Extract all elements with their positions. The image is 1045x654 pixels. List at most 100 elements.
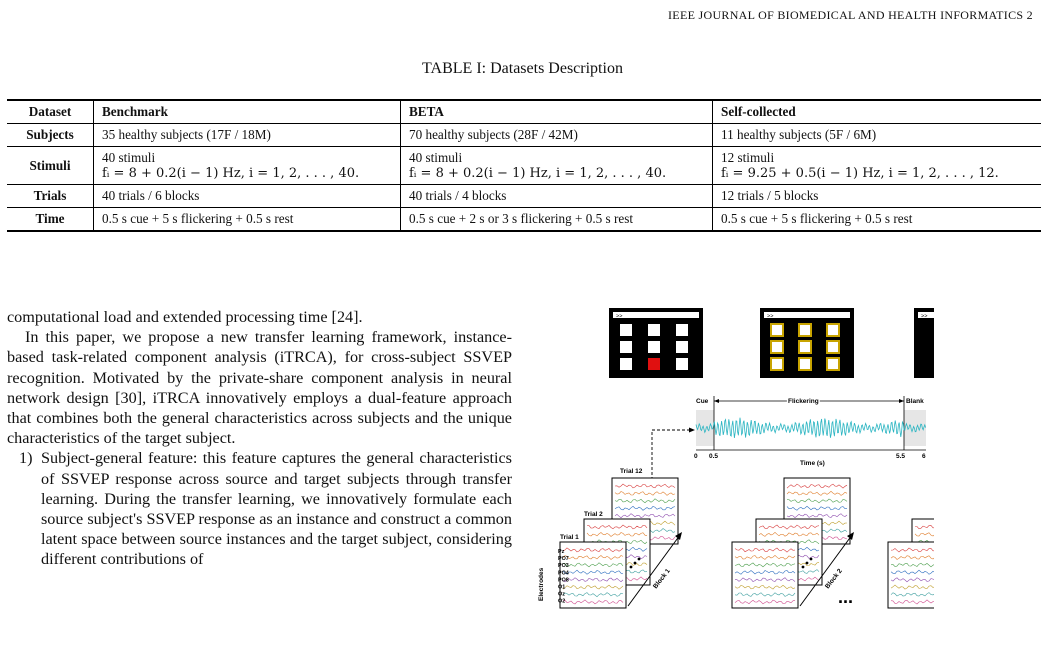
stimulus-square bbox=[676, 324, 688, 336]
stimulus-square bbox=[770, 340, 784, 354]
row-label: Stimuli bbox=[29, 157, 71, 173]
eeg-trace bbox=[786, 490, 848, 496]
eeg-trace bbox=[890, 555, 934, 560]
eeg-trace bbox=[614, 513, 676, 519]
eeg-trace bbox=[563, 562, 624, 568]
block-arrow bbox=[627, 534, 681, 607]
eeg-trace bbox=[890, 584, 934, 590]
row-label: Time bbox=[35, 211, 65, 226]
stimulus-square bbox=[826, 323, 840, 337]
eeg-trace bbox=[914, 532, 934, 537]
tick-label: 0 bbox=[694, 453, 698, 460]
eeg-trace bbox=[562, 599, 624, 605]
electrode-label: O1 bbox=[558, 585, 565, 591]
stimulus-square bbox=[676, 358, 688, 370]
timeline: Cue Flickering Blank 0 0.5 5.5 6 Time (s… bbox=[651, 396, 926, 495]
eeg-signal bbox=[695, 417, 926, 439]
table-cell: 70 healthy subjects (28F / 42M) bbox=[400, 123, 713, 147]
stimulus-square bbox=[676, 341, 688, 353]
header-self-collected: Self-collected bbox=[712, 100, 1041, 124]
eeg-trace bbox=[586, 532, 648, 537]
target-stimulus bbox=[648, 358, 660, 370]
eeg-trace bbox=[734, 599, 796, 605]
table-row-subjects: Subjects 35 healthy subjects (17F / 18M)… bbox=[7, 123, 1041, 147]
tick-label: 5.5 bbox=[896, 453, 905, 460]
table-cell: 0.5 s cue + 5 s flickering + 0.5 s rest bbox=[93, 207, 401, 231]
datasets-table: Dataset Benchmark BETA Self-collected Su… bbox=[7, 99, 1041, 232]
stimulus-square bbox=[798, 340, 812, 354]
screen-prompt: >> bbox=[767, 314, 773, 320]
table-row-stimuli: Stimuli 40 stimuli fᵢ = 8 + 0.2(i − 1) H… bbox=[7, 146, 1041, 185]
table-cell: 40 stimuli fᵢ = 8 + 0.2(i − 1) Hz, i = 1… bbox=[93, 146, 401, 185]
list-number: 1) bbox=[19, 449, 33, 468]
eeg-trace bbox=[562, 592, 624, 598]
eeg-trace bbox=[734, 570, 796, 575]
eeg-trace bbox=[786, 505, 848, 511]
eeg-trace bbox=[562, 577, 624, 583]
stimuli-formula: fᵢ = 8 + 0.2(i − 1) Hz, i = 1, 2, . . . … bbox=[102, 166, 360, 181]
stimulus-square bbox=[648, 324, 660, 336]
eeg-trace bbox=[734, 592, 796, 597]
stimulus-square bbox=[770, 323, 784, 337]
stimulus-square bbox=[770, 357, 784, 371]
eeg-trace bbox=[786, 498, 848, 504]
table-row-trials: Trials 40 trials / 6 blocks 40 trials / … bbox=[7, 184, 1041, 208]
electrode-label: PO7 bbox=[558, 556, 569, 562]
body-column: computational load and extended processi… bbox=[7, 307, 512, 570]
flickering-label: Flickering bbox=[788, 398, 819, 405]
stimulus-square bbox=[620, 324, 632, 336]
eeg-trace bbox=[890, 577, 934, 583]
trial-dots bbox=[633, 561, 637, 565]
trial-dots bbox=[805, 561, 809, 565]
eeg-trace bbox=[614, 483, 676, 489]
electrode-label: PO8 bbox=[558, 577, 569, 583]
blank-label: Blank bbox=[906, 398, 924, 405]
eeg-trace bbox=[734, 577, 796, 582]
electrode-label: PO3 bbox=[558, 563, 569, 569]
table-cell: 0.5 s cue + 2 s or 3 s flickering + 0.5 … bbox=[400, 207, 713, 231]
table-cell: 12 trials / 5 blocks bbox=[712, 184, 1041, 208]
screen-prompt: >> bbox=[921, 314, 927, 320]
eeg-trace bbox=[890, 592, 934, 597]
header-benchmark: Benchmark bbox=[93, 100, 401, 124]
eeg-trace bbox=[614, 491, 676, 496]
eeg-trace bbox=[562, 555, 624, 560]
trial-dots bbox=[801, 565, 805, 569]
list-item-text: Subject-general feature: this feature ca… bbox=[41, 449, 512, 569]
cue-label: Cue bbox=[696, 398, 709, 405]
eeg-trace bbox=[890, 569, 934, 575]
screen-prompt: >> bbox=[616, 314, 622, 320]
trial-panel bbox=[559, 541, 627, 609]
eeg-trace bbox=[758, 524, 820, 530]
screen-blank: >> bbox=[914, 308, 934, 378]
table-caption: TABLE I: Datasets Description bbox=[422, 60, 623, 77]
eeg-trace bbox=[562, 584, 624, 590]
block-label: Block 1 bbox=[652, 567, 672, 590]
table-row-time: Time 0.5 s cue + 5 s flickering + 0.5 s … bbox=[7, 207, 1041, 231]
stimulus-square bbox=[798, 323, 812, 337]
stimuli-count: 40 stimuli bbox=[102, 150, 156, 165]
arrow-head bbox=[847, 532, 854, 540]
eeg-trace bbox=[734, 547, 796, 553]
eeg-trace bbox=[890, 562, 934, 568]
eeg-trace bbox=[562, 547, 624, 553]
electrode-label: PO4 bbox=[558, 570, 569, 576]
electrode-label: Oz bbox=[558, 592, 565, 598]
tick-label: 6 bbox=[922, 453, 926, 460]
table-cell: 40 trials / 4 blocks bbox=[400, 184, 713, 208]
stimulus-square bbox=[648, 341, 660, 353]
header-dataset: Dataset bbox=[28, 104, 72, 119]
table-cell: 35 healthy subjects (17F / 18M) bbox=[93, 123, 401, 147]
row-label: Trials bbox=[33, 188, 67, 203]
eeg-trace bbox=[614, 505, 676, 511]
eeg-trace bbox=[786, 483, 848, 489]
x-axis-label: Time (s) bbox=[800, 460, 825, 467]
experiment-figure: >> >> >> Cue Flickering Blank 0 0.5 5.5 … bbox=[538, 308, 934, 609]
screen-cue: >> bbox=[609, 308, 703, 378]
trial-panel bbox=[887, 541, 934, 609]
list-item: 1) Subject-general feature: this feature… bbox=[7, 448, 512, 569]
block-arrow bbox=[799, 534, 853, 607]
stimuli-count: 40 stimuli bbox=[409, 150, 463, 165]
trial-dots bbox=[637, 557, 641, 561]
eeg-trace bbox=[890, 599, 934, 605]
